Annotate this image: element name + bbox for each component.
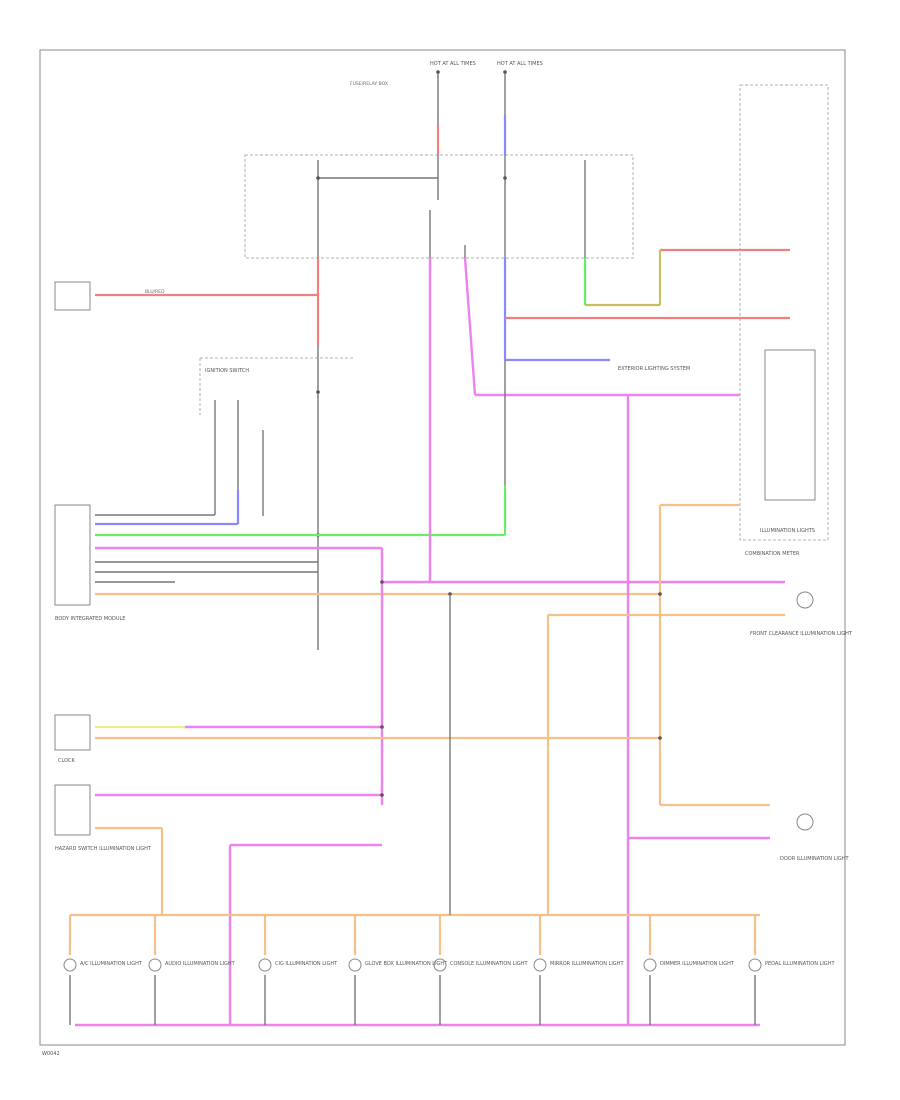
feed-label: HOT AT ALL TIMES — [430, 61, 476, 67]
corner-tag: W0042 — [42, 1051, 60, 1057]
lamp-bulb-icon — [148, 958, 162, 972]
feed-label: HOT AT ALL TIMES — [497, 61, 543, 67]
lamp-bulb-icon — [348, 958, 362, 972]
lamp-bulb-icon — [748, 958, 762, 972]
lamp-7: PEDAL ILLUMINATION LIGHT — [748, 915, 835, 1025]
ignition-switch-label: IGNITION SWITCH — [205, 368, 249, 374]
lamp-5: MIRROR ILLUMINATION LIGHT — [533, 915, 624, 1025]
lamp-label: AUDIO ILLUMINATION LIGHT — [165, 961, 236, 967]
connector-dot — [658, 592, 662, 596]
exterior-lighting-label: EXTERIOR LIGHTING SYSTEM — [618, 366, 690, 372]
lamp-bulb-icon — [643, 958, 657, 972]
body-module-label: BODY INTEGRATED MODULE — [55, 616, 125, 622]
lamp-6: DIMMER ILLUMINATION LIGHT — [643, 915, 735, 1025]
lamp-bulb-icon — [258, 958, 272, 972]
lamp-label: GLOVE BOX ILLUMINATION LIGHT — [365, 961, 448, 967]
door-lamp-icon — [796, 813, 814, 831]
lamp-label: CONSOLE ILLUMINATION LIGHT — [450, 961, 529, 967]
lamp-1: AUDIO ILLUMINATION LIGHT — [148, 915, 236, 1025]
lamp-bulb-icon — [63, 958, 77, 972]
clock-label: CLOCK — [58, 758, 76, 764]
lamp-bulb-icon — [433, 958, 447, 972]
connector-dot — [316, 176, 320, 180]
wire-pink-465 — [463, 257, 477, 396]
front-clearance-lamp-icon — [796, 591, 814, 609]
wire-label: BLU/RED — [145, 289, 165, 295]
connector-dot — [503, 176, 507, 180]
connector-dot — [380, 580, 384, 584]
front-clearance-label: FRONT CLEARANCE ILLUMINATION LIGHT — [750, 631, 853, 637]
bottom-lamp-row: A/C ILLUMINATION LIGHT AUDIO ILLUMINATION… — [63, 915, 835, 1025]
combination-meter-label: COMBINATION METER — [745, 551, 800, 557]
hazard-label: HAZARD SWITCH ILLUMINATION LIGHT — [55, 846, 152, 852]
connector-dot — [503, 70, 507, 74]
connector-dot — [658, 736, 662, 740]
illumination-lights-label: ILLUMINATION LIGHTS — [760, 528, 815, 534]
lamp-label: DIMMER ILLUMINATION LIGHT — [660, 961, 735, 967]
lamp-label: PEDAL ILLUMINATION LIGHT — [765, 961, 835, 967]
lamp-3: GLOVE BOX ILLUMINATION LIGHT — [348, 915, 448, 1025]
lamp-label: A/C ILLUMINATION LIGHT — [80, 961, 143, 967]
door-label: DOOR ILLUMINATION LIGHT — [780, 856, 849, 862]
lamp-label: MIRROR ILLUMINATION LIGHT — [550, 961, 624, 967]
connector-dot — [436, 70, 440, 74]
combination-meter-outline — [739, 84, 829, 541]
diagram-frame — [39, 49, 846, 1046]
lamp-0: A/C ILLUMINATION LIGHT — [63, 915, 143, 1025]
connector-dot — [316, 390, 320, 394]
hazard-box — [54, 784, 91, 836]
connector-dot — [380, 725, 384, 729]
lamp-label: CIG ILLUMINATION LIGHT — [275, 961, 338, 967]
body-module-box — [54, 504, 91, 606]
fuse-block-outline — [244, 154, 634, 259]
connector-dot — [380, 793, 384, 797]
fuse-label: FUSE/RELAY BOX — [350, 81, 388, 87]
lamp-4: CONSOLE ILLUMINATION LIGHT — [433, 915, 529, 1025]
meter-lamp-grid — [764, 349, 816, 501]
lamp-2: CIG ILLUMINATION LIGHT — [258, 915, 338, 1025]
lamp-bulb-icon — [533, 958, 547, 972]
body-control-box — [54, 281, 91, 311]
clock-box — [54, 714, 91, 751]
